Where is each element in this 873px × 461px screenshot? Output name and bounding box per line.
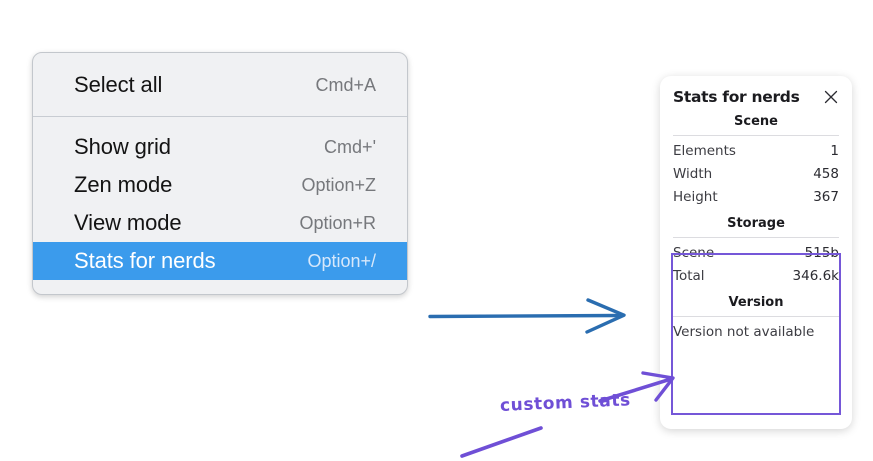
stat-label: Total: [673, 267, 705, 284]
section-heading-storage: Storage: [727, 216, 785, 231]
stat-value: 515b: [804, 244, 839, 261]
blue-pointer-arrow: [428, 298, 626, 334]
close-icon[interactable]: [823, 89, 839, 105]
stat-row: Scene 515b: [673, 241, 839, 264]
stat-value: 346.6k: [792, 267, 839, 284]
menu-item-label: Show grid: [74, 134, 171, 159]
panel-title: Stats for nerds: [673, 88, 800, 106]
menu-item-shortcut: Option+/: [307, 250, 376, 271]
menu-item-label: Select all: [74, 72, 163, 97]
menu-group-primary: Select all Cmd+A: [33, 53, 407, 116]
menu-item-show-grid[interactable]: Show grid Cmd+': [33, 128, 407, 166]
menu-item-label: Stats for nerds: [74, 248, 216, 273]
section-heading-version: Version: [728, 295, 784, 310]
section-heading-scene: Scene: [734, 114, 778, 129]
stat-value: 1: [830, 142, 839, 159]
custom-stats-annotation-arrows: [460, 371, 675, 458]
section-divider: [673, 135, 839, 136]
context-menu[interactable]: Select all Cmd+A Show grid Cmd+' Zen mod…: [32, 52, 408, 295]
menu-item-label: Zen mode: [74, 172, 173, 197]
stat-row: Elements 1: [673, 139, 839, 162]
stats-for-nerds-panel[interactable]: Stats for nerds Scene Elements 1 Width 4…: [660, 76, 852, 429]
section-divider: [673, 316, 839, 317]
stat-row: Height 367: [673, 185, 839, 208]
stat-label: Elements: [673, 142, 736, 159]
stat-value: 367: [813, 188, 839, 205]
menu-item-label: View mode: [74, 210, 182, 235]
menu-item-zen-mode[interactable]: Zen mode Option+Z: [33, 166, 407, 204]
stat-label: Width: [673, 165, 713, 182]
menu-item-stats-for-nerds[interactable]: Stats for nerds Option+/: [33, 242, 407, 280]
stat-row: Total 346.6k: [673, 264, 839, 287]
menu-item-shortcut: Cmd+A: [315, 74, 376, 95]
panel-body: Scene Elements 1 Width 458 Height 367 St…: [660, 106, 852, 340]
menu-item-shortcut: Option+Z: [301, 174, 376, 195]
menu-item-view-mode[interactable]: View mode Option+R: [33, 204, 407, 242]
section-divider: [673, 237, 839, 238]
menu-item-shortcut: Cmd+': [324, 136, 376, 157]
stat-label: Height: [673, 188, 718, 205]
stat-label: Scene: [673, 244, 715, 261]
menu-item-shortcut: Option+R: [299, 212, 376, 233]
panel-header: Stats for nerds: [660, 76, 852, 106]
stat-row: Width 458: [673, 162, 839, 185]
version-text: Version not available: [673, 324, 815, 340]
menu-group-secondary: Show grid Cmd+' Zen mode Option+Z View m…: [33, 116, 407, 294]
stat-value: 458: [813, 165, 839, 182]
menu-item-select-all[interactable]: Select all Cmd+A: [33, 66, 407, 104]
